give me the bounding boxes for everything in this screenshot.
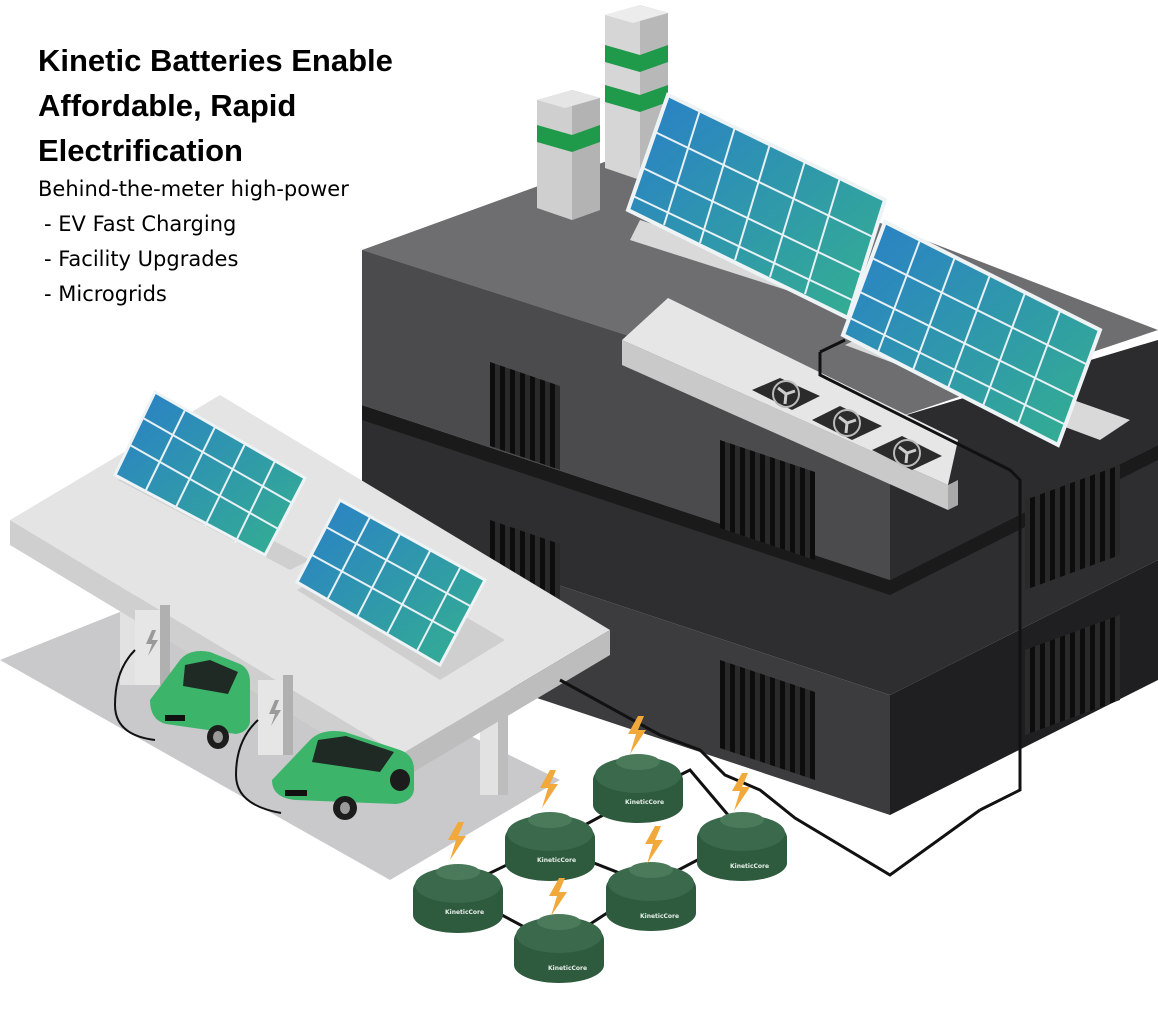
lightning-bolt-icon <box>645 826 663 864</box>
vent-grille <box>720 440 815 560</box>
ev-charger-icon <box>113 605 170 741</box>
solar-panel-icon <box>840 219 1130 448</box>
headline: Kinetic Batteries Enable Affordable, Rap… <box>38 43 393 168</box>
electric-car-icon <box>150 651 250 749</box>
vent-grille <box>720 660 815 780</box>
lightning-bolt-icon <box>540 770 558 808</box>
kinetic-battery-unit: KineticCore <box>413 864 503 933</box>
power-cable <box>818 338 1022 812</box>
application-item: - Microgrids <box>44 282 167 306</box>
vent-grille <box>1025 465 1120 590</box>
applications-list: - EV Fast Charging - Facility Upgrades -… <box>44 207 238 312</box>
kinetic-battery-unit: KineticCore <box>697 812 787 881</box>
kinetic-battery-unit: KineticCore <box>505 812 595 881</box>
electric-car-icon <box>272 731 414 820</box>
kinetic-battery-unit: KineticCore <box>593 754 683 823</box>
lightning-bolt-icon <box>628 716 646 754</box>
subheading: Behind-the-meter high-power <box>38 177 349 201</box>
lightning-bolt-icon <box>549 878 567 916</box>
lightning-bolt-icon <box>732 773 750 811</box>
ev-charger-icon <box>234 675 293 814</box>
battery-array: KineticCore KineticCore KineticCore Kine… <box>413 716 787 983</box>
battery-brand-label: KineticCore <box>537 857 576 864</box>
vent-grille <box>490 362 560 470</box>
fan-icon <box>812 406 882 440</box>
battery-brand-label: KineticCore <box>548 965 587 972</box>
facility-building <box>362 5 1158 815</box>
vent-grille <box>1025 615 1120 735</box>
fan-icon <box>872 436 942 470</box>
battery-brand-label: KineticCore <box>730 863 769 870</box>
solar-panel-icon <box>113 389 310 570</box>
kinetic-battery-unit: KineticCore <box>606 862 696 931</box>
battery-brand-label: KineticCore <box>640 913 679 920</box>
application-item: - Facility Upgrades <box>44 247 239 271</box>
rooftop-ac-unit <box>622 298 958 510</box>
chimney <box>537 90 600 220</box>
application-item: - EV Fast Charging <box>44 212 237 236</box>
battery-brand-label: KineticCore <box>625 799 664 806</box>
battery-brand-label: KineticCore <box>445 909 484 916</box>
solar-panel-icon <box>295 497 505 680</box>
solar-panel-icon <box>625 92 890 321</box>
kinetic-battery-unit: KineticCore <box>514 914 604 983</box>
lightning-bolt-icon <box>448 822 466 860</box>
fan-icon <box>752 378 820 410</box>
